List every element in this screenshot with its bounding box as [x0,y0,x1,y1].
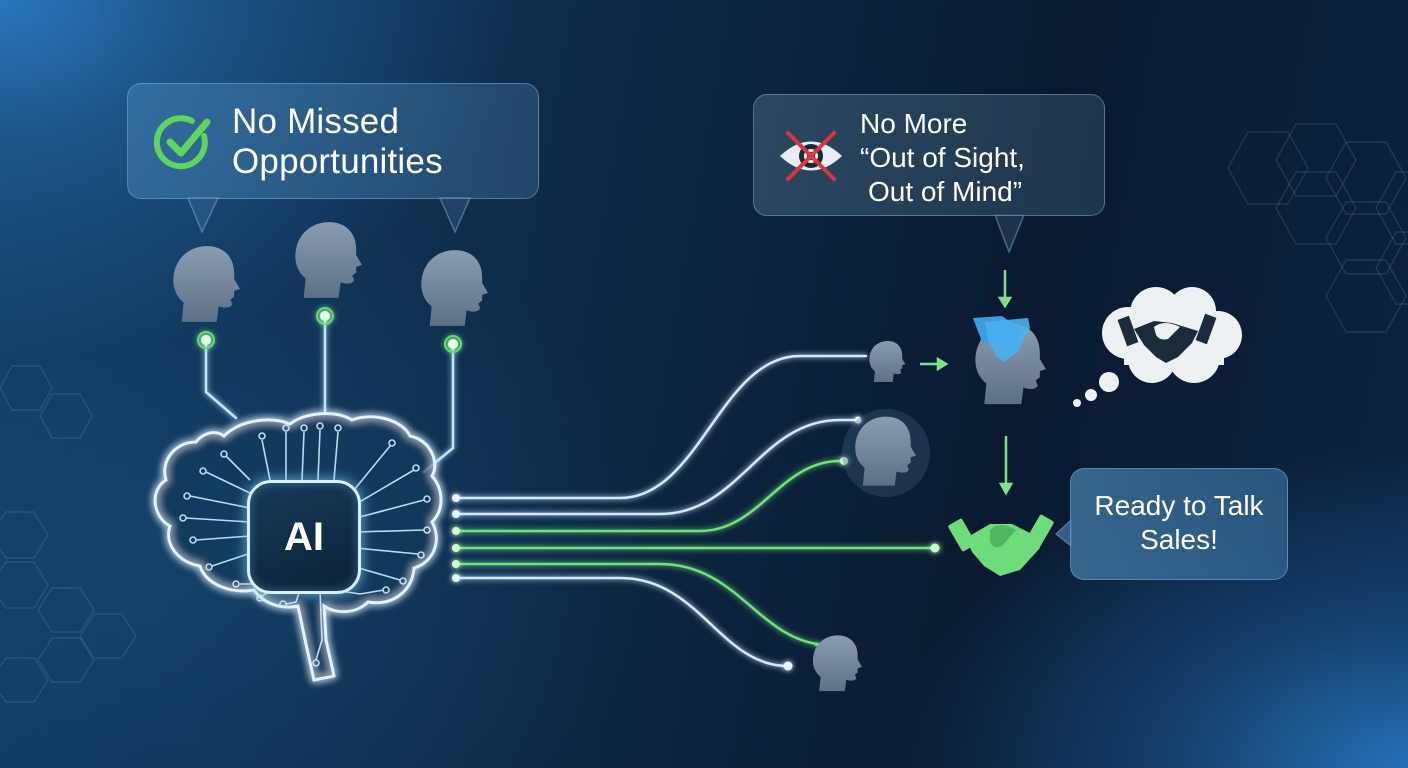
blue-hand-icon [973,316,1030,362]
callout-no-missed-opportunities: No Missed Opportunities [127,83,539,199]
callout-line: Out of Mind” [868,176,1023,207]
callout-line: Opportunities [232,142,443,181]
callout-ready-to-talk-sales: Ready to Talk Sales! [1070,468,1288,580]
ai-core-chip: AI [247,480,361,594]
handshake-icon [948,514,1054,576]
callout-line: No More [860,108,968,139]
thought-cloud-handshake [1102,287,1242,383]
callout-line: “Out of Sight, [860,142,1025,173]
callout-line: No Missed [232,102,400,141]
callout-line: Ready to Talk [1094,490,1264,521]
check-circle-icon [153,115,211,170]
handshake-icon [1117,313,1217,363]
callout-line: Sales! [1140,524,1218,555]
eye-crossed-icon [780,131,842,181]
callout-out-of-sight: No More “Out of Sight, Out of Mind” [753,94,1105,216]
